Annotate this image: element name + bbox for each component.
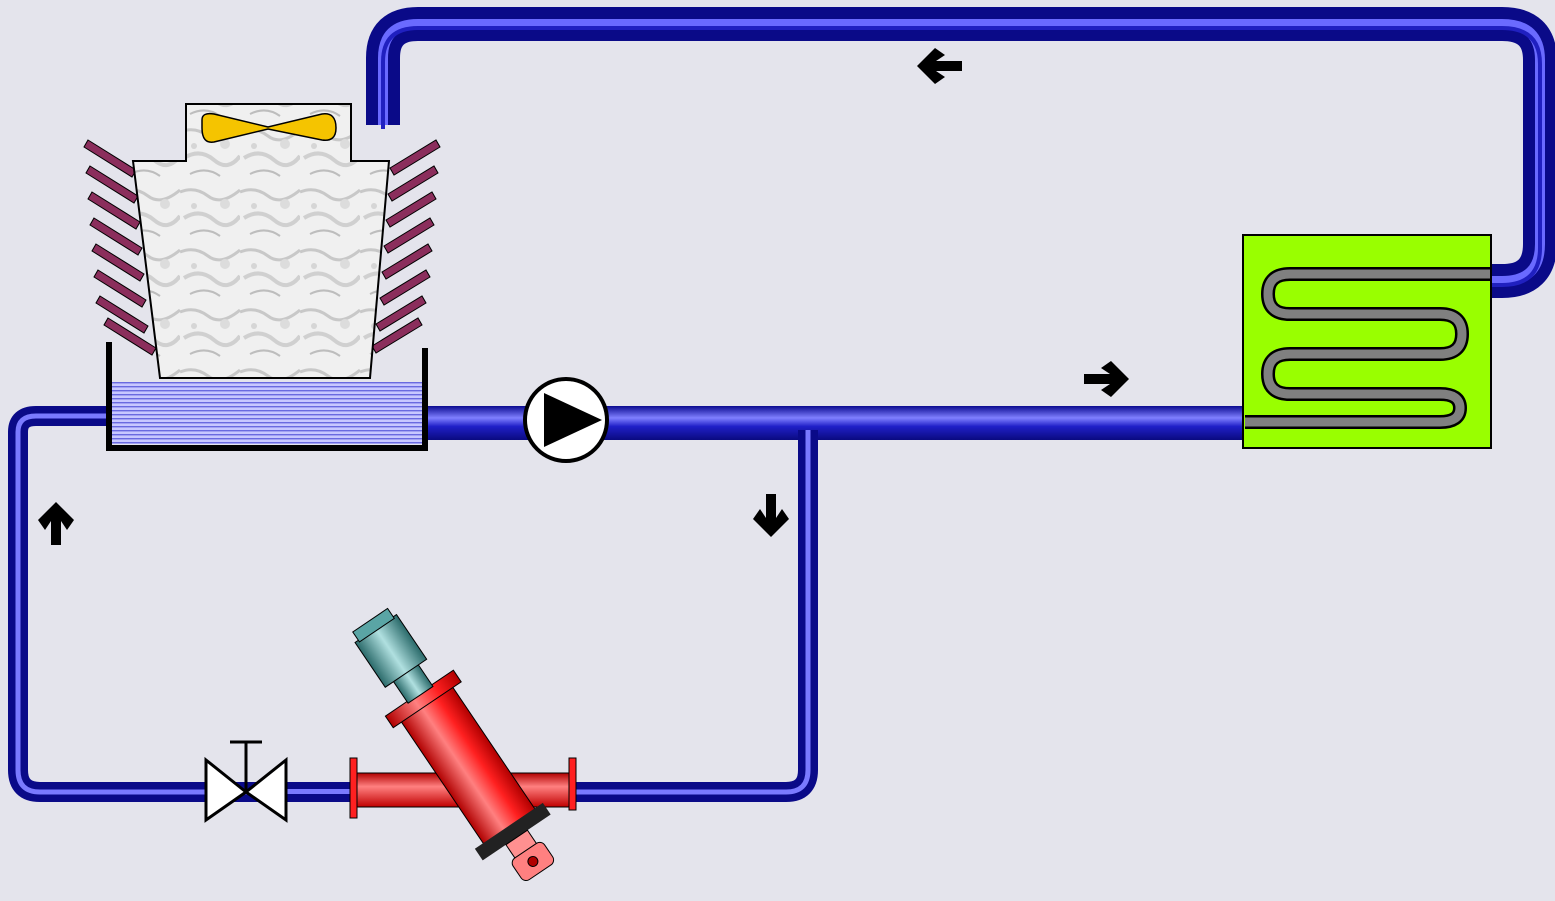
louvers-left: [83, 139, 157, 356]
filter-return-pipe: [8, 406, 355, 802]
cooling-tower: [83, 103, 441, 451]
valve-icon: [204, 740, 355, 823]
heat-exchanger: [1242, 234, 1492, 449]
fan-icon: [201, 112, 337, 143]
arrow-left-icon: [917, 48, 962, 84]
arrow-down-icon: [753, 494, 789, 537]
pump-icon: [523, 377, 609, 463]
louvers-right: [371, 139, 441, 354]
filter-icon: [349, 607, 577, 882]
filter-branch-pipe: [575, 430, 818, 802]
arrow-right-icon: [1084, 361, 1129, 397]
flow-arrows: [38, 48, 1129, 545]
arrow-up-icon: [38, 502, 74, 545]
tower-body: [131, 103, 391, 379]
water-basin: [106, 342, 428, 451]
piping: [8, 6, 1555, 802]
